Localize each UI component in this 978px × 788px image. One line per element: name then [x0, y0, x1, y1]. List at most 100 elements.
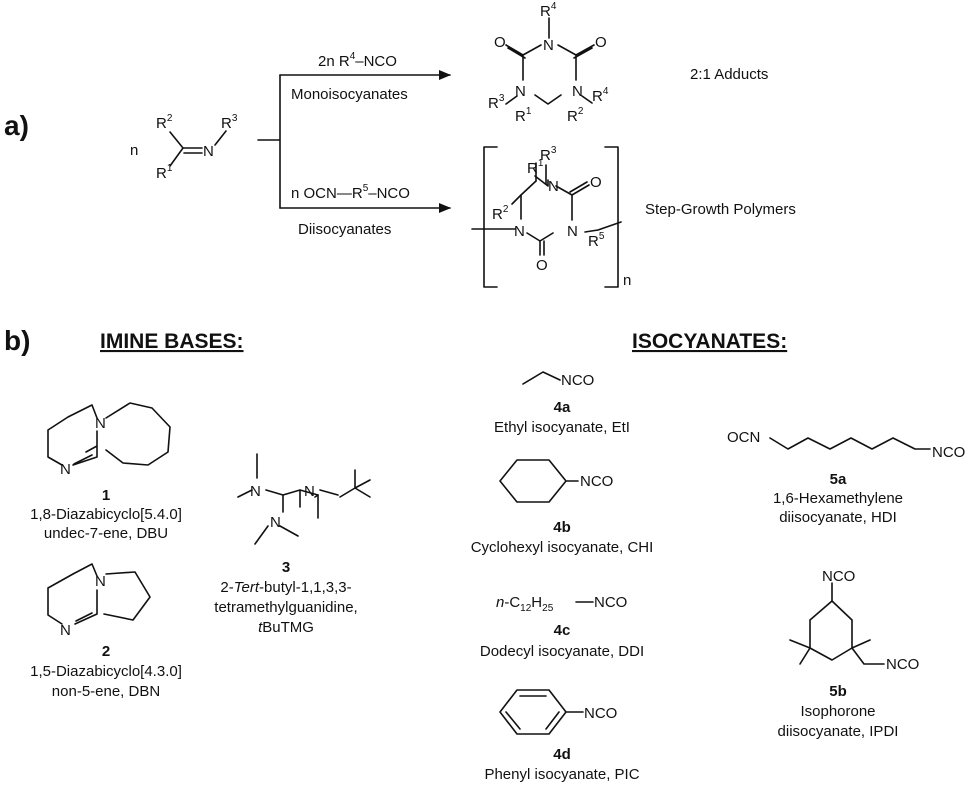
upper-reagent: 2n R4–NCO — [318, 51, 397, 70]
tmg-n-upper: N — [250, 483, 261, 500]
adducts-label: 2:1 Adducts — [690, 66, 768, 83]
tbutmg-structure: N N N — [237, 453, 371, 545]
polymers-label: Step-Growth Polymers — [645, 201, 796, 218]
tmg-center-bonds — [282, 489, 301, 513]
adduct-ring-structure: N N N O O R4 R3 R4 R1 R2 — [488, 1, 609, 125]
phenyl-double-bonds — [505, 695, 560, 730]
hexamethylene-chain — [769, 437, 931, 450]
dbu-n-top: N — [95, 415, 106, 432]
compound-4a-name: Ethyl isocyanate, EtI — [494, 419, 630, 436]
4a-nco: NCO — [561, 372, 594, 389]
compound-5a-number: 5a — [830, 471, 847, 488]
compound-4c-name: Dodecyl isocyanate, DDI — [480, 643, 644, 660]
compound-4c-number: 4c — [554, 622, 571, 639]
compound-4d-number: 4d — [553, 746, 571, 763]
polymer-r2: R2 — [492, 204, 509, 223]
ipdi-structure: NCO NCO — [789, 568, 919, 673]
adduct-substituent-bonds — [505, 17, 595, 105]
compound-4a-number: 4a — [554, 399, 571, 416]
compound-3-number: 3 — [282, 559, 290, 576]
dbu-double-bond — [73, 454, 93, 465]
panel-a-label: a) — [4, 110, 29, 141]
4d-nco: NCO — [584, 705, 617, 722]
ipdi-ring — [809, 600, 853, 661]
compound-3-name-3: tBuTMG — [258, 619, 314, 636]
reactant-bonds — [169, 131, 184, 167]
upper-condition: Monoisocyanates — [291, 86, 408, 103]
compound-5b-number: 5b — [829, 683, 847, 700]
reactant-r3: R3 — [221, 113, 238, 132]
imine-double-bond — [182, 147, 203, 154]
polymer-n-right: N — [567, 223, 578, 240]
4c-nco: NCO — [594, 594, 627, 611]
adduct-n-right: N — [572, 83, 583, 100]
compound-5b-name-2: diisocyanate, IPDI — [778, 723, 899, 740]
dbu-six-ring — [47, 404, 98, 466]
cyclohexyl-ring — [499, 459, 579, 503]
tmg-n-lower: N — [270, 514, 281, 531]
polymer-r3: R3 — [540, 145, 557, 164]
compound-5a-name-1: 1,6-Hexamethylene — [773, 490, 903, 507]
compound-2-name-1: 1,5-Diazabicyclo[4.3.0] — [30, 663, 182, 680]
compound-1-name-2: undec-7-ene, DBU — [44, 525, 168, 542]
phenyl-ring — [499, 689, 584, 735]
dbu-n-bottom: N — [60, 461, 71, 478]
adduct-o-left: O — [494, 34, 506, 51]
compound-2-name-2: non-5-ene, DBN — [52, 683, 160, 700]
polymer-repeat-unit: N N N O O R3 R1 R2 R5 n — [471, 145, 631, 289]
polymer-r1: R1 — [527, 158, 544, 177]
compound-1-number: 1 — [102, 487, 110, 504]
compound-5a-name-2: diisocyanate, HDI — [779, 509, 897, 526]
adduct-r3: R3 — [488, 93, 505, 112]
compound-1-name-1: 1,8-Diazabicyclo[5.4.0] — [30, 506, 182, 523]
adduct-o-right: O — [595, 34, 607, 51]
branch-line — [257, 74, 281, 209]
polymer-r5: R5 — [588, 231, 605, 250]
adduct-r4-right: R4 — [592, 86, 609, 105]
5a-nco: NCO — [932, 444, 965, 461]
imine-reactant: n R2 R1 N R3 — [130, 113, 238, 182]
5a-ocn: OCN — [727, 429, 760, 446]
lower-condition: Diisocyanates — [298, 221, 391, 238]
dbn-n-top: N — [95, 573, 106, 590]
lower-reagent: n OCN—R5–NCO — [291, 183, 410, 202]
dbu-structure: N N — [47, 402, 171, 478]
compound-4d-name: Phenyl isocyanate, PIC — [484, 766, 639, 783]
reactant-coefficient: n — [130, 142, 138, 159]
reactant-n: N — [203, 143, 214, 160]
polymer-brackets — [483, 146, 619, 288]
polymer-n-top: N — [548, 178, 559, 195]
polymer-ring-bonds — [520, 175, 573, 242]
ethyl-chain — [522, 371, 561, 385]
isocyanates-header: ISOCYANATES: — [632, 330, 787, 353]
polymer-o-top: O — [590, 174, 602, 191]
panel-b-label: b) — [4, 325, 30, 356]
tbutyl-bonds — [314, 469, 371, 498]
polymer-substituent-bonds — [471, 164, 622, 256]
dbu-seven-ring — [105, 402, 171, 466]
dbn-double-bond — [75, 612, 93, 622]
polymer-r1r2-bonds — [511, 162, 537, 205]
adduct-r1: R1 — [515, 106, 532, 125]
adduct-r2: R2 — [567, 106, 584, 125]
4b-nco: NCO — [580, 473, 613, 490]
adduct-r4-top: R4 — [540, 1, 557, 20]
compound-3-name-1: 2-Tert-butyl-1,1,3,3- — [220, 579, 351, 596]
adduct-n-top: N — [543, 37, 554, 54]
reactant-r2: R2 — [156, 113, 173, 132]
dbn-structure: N N — [47, 563, 151, 639]
polymer-o-bottom: O — [536, 257, 548, 274]
compound-4b-name: Cyclohexyl isocyanate, CHI — [471, 539, 654, 556]
adduct-n-left: N — [515, 83, 526, 100]
polymer-repeat-n: n — [623, 272, 631, 289]
5b-nco-top: NCO — [822, 568, 855, 585]
dbn-n-bottom: N — [60, 622, 71, 639]
n-r3-bond — [214, 130, 227, 146]
compound-5b-name-1: Isophorone — [800, 703, 875, 720]
compound-2-number: 2 — [102, 643, 110, 660]
dbn-six-ring — [47, 563, 98, 625]
compound-3-name-2: tetramethylguanidine, — [214, 599, 357, 616]
compound-4b-number: 4b — [553, 519, 571, 536]
polymer-n-left: N — [514, 223, 525, 240]
